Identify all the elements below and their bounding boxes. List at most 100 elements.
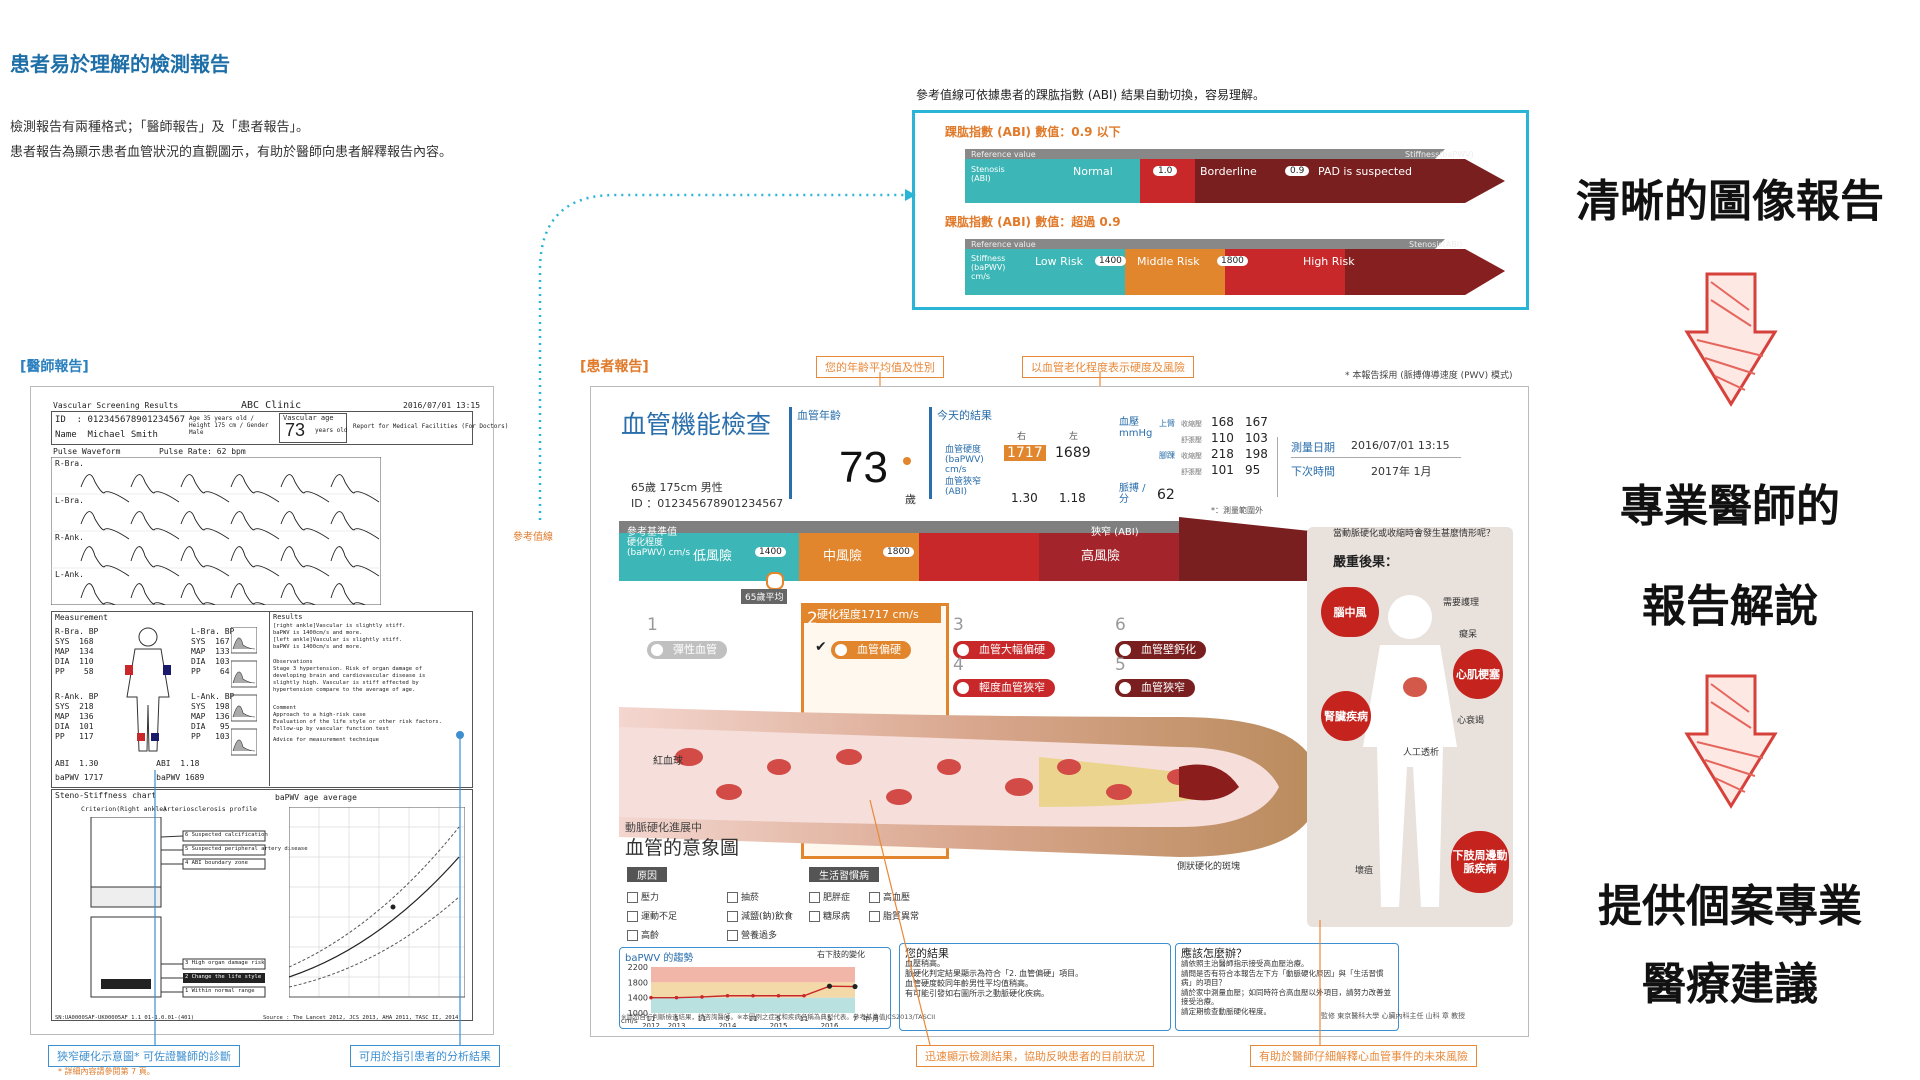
vessel-illustration (619, 707, 1319, 857)
doc-profile-2: 2 Change the life style (185, 974, 262, 980)
body-figure (1363, 595, 1457, 907)
doc-footer-id: SN:UA0000SAF-UK00005AF 1.1 01-1.0.01-(40… (55, 1015, 195, 1021)
bp-right: 101 (1211, 463, 1234, 477)
stage-4-pill: 輕度血管狹窄 (953, 679, 1055, 697)
callout-future: 有助於醫師仔細解釋心血管事件的未來風險 (1250, 1045, 1477, 1067)
pat-next: 2017年 1月 (1371, 465, 1432, 478)
doc-comment: Comment Approach to a high-risk case Eva… (273, 705, 442, 732)
abi-zone-pad: PAD is suspected (1318, 165, 1412, 178)
patient-callout-leaders (869, 800, 1321, 1046)
headline-advice-1: 提供個案專業 (1598, 881, 1862, 932)
stage-6-num: 6 (1115, 615, 1126, 635)
checklist-item: 運動不足 (627, 909, 727, 923)
trend-x-tick: 5 (827, 1015, 831, 1023)
checklist-item: 肥胖症 (809, 890, 869, 904)
stage-1-num: 1 (647, 615, 658, 635)
pat-pwv-right: 1717 (1004, 445, 1046, 461)
doc-clinic: ABC Clinic (241, 400, 302, 411)
severe-label: 嚴重後果： (1333, 555, 1399, 570)
checkbox-icon (727, 911, 738, 922)
doctor-report-tag: [醫師報告] (20, 359, 89, 375)
doc-wave-lank: L-Ank. (55, 570, 84, 579)
doc-header-left: Vascular Screening Results (53, 401, 179, 410)
doc-profile-3: 3 High organ damage risk (185, 960, 265, 966)
pat-risk-low: 低風險 (693, 549, 733, 564)
checklist-label: 糖尿病 (823, 912, 851, 922)
trend-point (826, 983, 833, 989)
doc-wave-rank: R-Ank. (55, 533, 84, 542)
checklist-item: 壓力 (627, 890, 727, 904)
doctor-callout-leaders (154, 731, 464, 1045)
doc-lbra-bp: L-Bra. BP SYS 167 MAP 133 DIA 103 PP 64 (191, 627, 235, 676)
todo-text: 請依照主治醫師指示接受高血壓治療。 請問是否有符合本報告左下方「動脈硬化原因」與… (1181, 959, 1391, 1016)
checklist-item: 抽菸 (727, 890, 827, 904)
doc-rank-bp: R-Ank. BP SYS 218 MAP 136 DIA 101 PP 117 (55, 692, 99, 741)
trend-x-tick: 11 (698, 1015, 707, 1023)
trend-x-unit: 年 月 (863, 1014, 879, 1023)
doc-vascular-age-unit: years old (315, 427, 348, 434)
trend-point (649, 995, 653, 1000)
doc-observations: Observations Stage 3 hypertension. Risk … (273, 659, 426, 693)
page-title: 患者易於理解的檢測報告 (10, 52, 230, 76)
pat-abi-label: 血管狹窄 (ABI) (945, 477, 982, 497)
doc-source: Source : The Lancet 2012, JCS 2013, AHA … (263, 1015, 459, 1021)
doctor-report: Vascular Screening Results ABC Clinic 20… (30, 386, 508, 1035)
doc-vascular-age-label: Vascular age (283, 414, 334, 422)
down-arrow-icon-2 (1684, 674, 1778, 809)
pat-next-label: 下次時間 (1291, 465, 1335, 478)
doc-profile-6: 6 Suspected calcification (185, 832, 268, 838)
pat-image-caption-1: 動脈硬化進展中 (625, 821, 702, 834)
checklist-label: 高血壓 (883, 893, 911, 903)
doc-mini-waves (231, 627, 257, 756)
doc-vascular-age: 73 (285, 420, 306, 440)
doc-pulse-waveform (51, 457, 381, 605)
abi-zone-middle: Middle Risk (1137, 255, 1200, 268)
checkbox-icon (809, 911, 820, 922)
pat-narrow-label: 狹窄 (ABI) (1091, 527, 1139, 538)
doc-pwv: baPWV 1717 baPWV 1689 (55, 773, 205, 782)
ref-line-connector (538, 189, 916, 520)
headline-clear-report: 清晰的圖像報告 (1576, 176, 1884, 227)
doc-results-text: [right ankle]Vascular is slightly stiff.… (273, 623, 406, 650)
checklist-item: 脂質異常 (869, 909, 929, 923)
trend-x-tick: 2016 (821, 1022, 839, 1027)
checkbox-icon (727, 892, 738, 903)
pat-date: 2016/07/01 13:15 (1351, 439, 1450, 452)
stage-5-num: 5 (1115, 655, 1126, 675)
trend-x-tick: 7 (853, 1015, 857, 1023)
abi-low-heading: 踝肱指數 (ABI) 數值：0.9 以下 (945, 125, 1121, 139)
trend-y-tick: 2200 (628, 963, 648, 972)
stage-2-head: 硬化程度1717 cm/s (817, 608, 919, 621)
abi-low-ref: Reference value (971, 150, 1036, 159)
patient-report-tag: [患者報告] (580, 359, 649, 375)
stage-3-pill: 血管大幅偏硬 (953, 641, 1055, 659)
abi-cut-1400: 1400 (1095, 256, 1126, 266)
abi-cut-1: 1.0 (1153, 166, 1178, 176)
pat-pwv-left: 1689 (1055, 445, 1091, 461)
doc-profile: Arteriosclerosis profile (163, 805, 257, 813)
checklist-item: 高齡 (627, 928, 727, 942)
checklist-label: 營養過多 (741, 931, 778, 941)
pat-right-label: 右 (1017, 432, 1027, 442)
organ-pad: 下肢周邊動脈疾病 (1451, 831, 1509, 893)
pat-cause-label: 原因 (627, 867, 667, 882)
trend-y-unit: cm/s (621, 1017, 638, 1025)
checklist-label: 運動不足 (641, 912, 678, 922)
pat-pulse-label: 脈搏 / 分 (1119, 483, 1146, 505)
abi-caption: 參考值線可依據患者的踝肱指數 (ABI) 結果自動切換，容易理解。 (916, 88, 1265, 102)
checklist-item: 減鹽(鈉)飲食 (727, 909, 827, 923)
doc-pwv-age: baPWV age average (275, 793, 357, 802)
pat-habits: 肥胖症 高血壓糖尿病 脂質異常 (809, 885, 929, 923)
organ-kidney: 腎臟疾病 (1321, 691, 1371, 741)
pat-plaque: 側狀硬化的斑塊 (1177, 862, 1241, 872)
stage-1-pill: 彈性血管 (647, 641, 727, 659)
callout-guide: 可用於指引患者的分析結果 (350, 1045, 500, 1067)
pat-pwv-label: 血管硬度 (baPWV) cm/s (945, 445, 984, 475)
checkbox-icon (627, 930, 638, 941)
doc-lank-bp: L-Ank. BP SYS 198 MAP 136 DIA 95 PP 103 (191, 692, 235, 741)
abi-high-heading: 踝肱指數 (ABI) 數值：超過 0.9 (945, 215, 1121, 229)
checklist-label: 壓力 (641, 893, 660, 903)
